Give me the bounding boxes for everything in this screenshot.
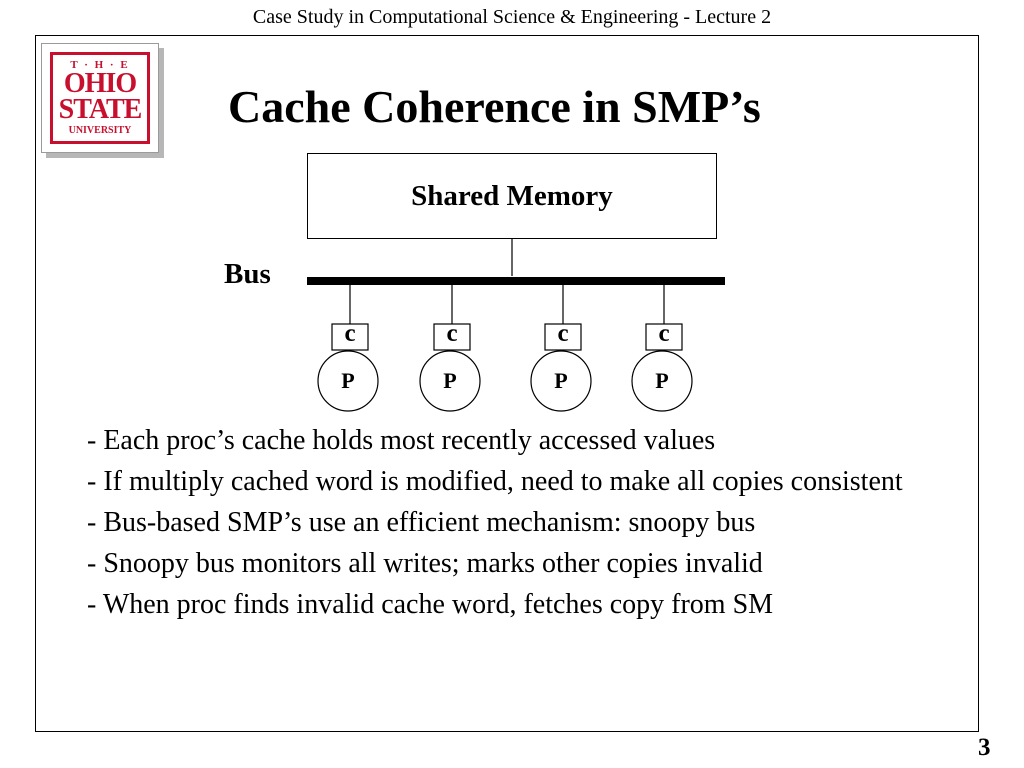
processor-nodes (317, 285, 693, 412)
cache-label: c (344, 320, 356, 347)
logo-ohio: OHIO (63, 68, 137, 99)
lecture-header: Case Study in Computational Science & En… (252, 6, 772, 28)
logo-border: T · H · E OHIO STATE UNIVERSITY (50, 52, 150, 144)
logo-state: STATE (58, 94, 143, 125)
bullet-item: - When proc finds invalid cache word, fe… (87, 589, 774, 620)
cache-label: c (557, 320, 569, 347)
bullet-item: - Bus-based SMP’s use an efficient mecha… (87, 507, 756, 538)
bullet-list: - Each proc’s cache holds most recently … (87, 420, 967, 625)
bus-label: Bus (224, 258, 271, 290)
cache-box (433, 323, 471, 351)
logo-the: T · H · E (70, 59, 130, 71)
processor-label: P (341, 368, 355, 393)
processor-label: P (443, 368, 457, 393)
processor-circle (317, 350, 379, 412)
cache-box (331, 323, 369, 351)
bullet-item: - Each proc’s cache holds most recently … (87, 425, 716, 456)
shared-memory-box: Shared Memory (307, 153, 717, 239)
shared-memory-label: Shared Memory (411, 179, 613, 212)
bullet-item: - Snoopy bus monitors all writes; marks … (87, 548, 763, 579)
processor-circle (631, 350, 693, 412)
slide-frame (35, 35, 979, 732)
processor-circle (419, 350, 481, 412)
bullet-item: - If multiply cached word is modified, n… (87, 466, 903, 497)
processor-circle (530, 350, 592, 412)
slide-title: Cache Coherence in SMP’s (228, 81, 761, 132)
processor-label: P (554, 368, 568, 393)
cache-label: c (658, 320, 670, 347)
processor-label: P (655, 368, 669, 393)
cache-box (544, 323, 582, 351)
page-number: 3 (978, 734, 991, 761)
cache-box (645, 323, 683, 351)
logo-university: UNIVERSITY (68, 125, 132, 136)
cache-label: c (446, 320, 458, 347)
university-logo: T · H · E OHIO STATE UNIVERSITY (41, 43, 159, 153)
